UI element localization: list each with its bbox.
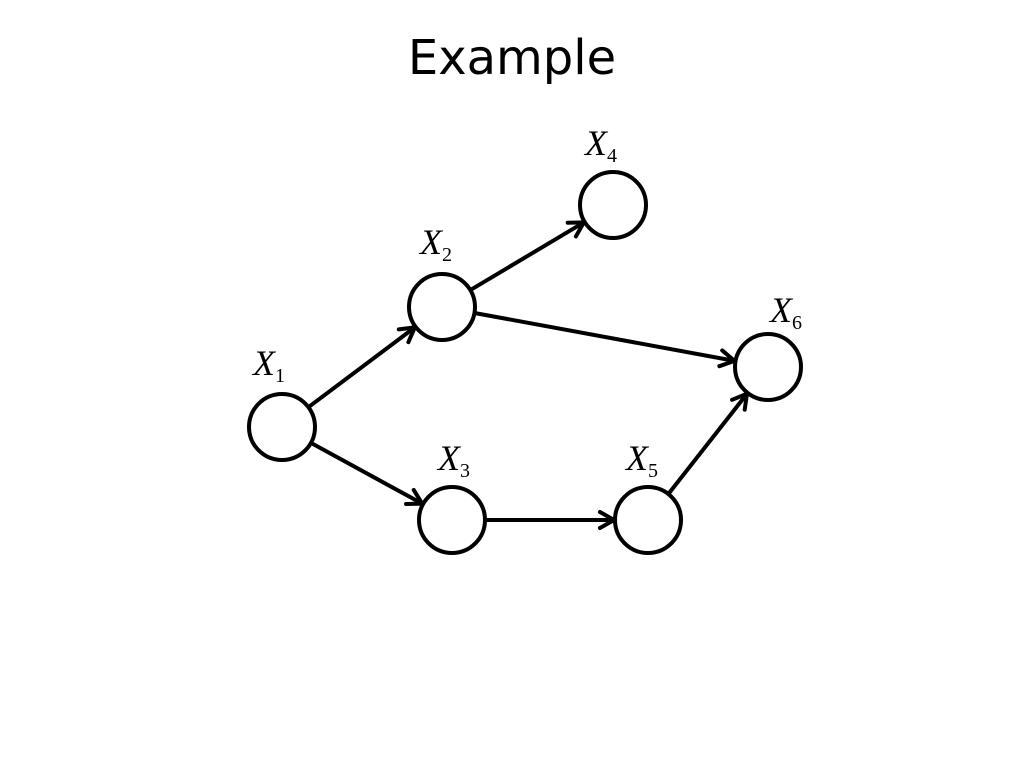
edge-line [474, 311, 735, 363]
edge-x1-x2 [307, 325, 417, 409]
node-label-x1: X [251, 343, 277, 383]
edge-x1-x3 [309, 441, 425, 506]
edges [307, 220, 750, 530]
edge-line [666, 392, 749, 496]
edge-line [469, 220, 585, 292]
node-x1 [247, 392, 317, 462]
node-subscript-x3: 3 [460, 460, 470, 482]
edge-x2-x4 [469, 220, 586, 292]
edge-line [307, 325, 416, 409]
nodes [247, 170, 803, 555]
node-subscript-x5: 5 [648, 460, 658, 482]
edge-x5-x6 [666, 391, 750, 496]
edge-x3-x5 [485, 510, 616, 530]
node-subscript-x1: 1 [275, 365, 285, 387]
node-x4 [578, 170, 648, 240]
node-label-x5: X [624, 438, 650, 478]
node-subscript-x4: 4 [607, 145, 617, 167]
node-label-x4: X [583, 123, 609, 163]
edge-line [309, 441, 424, 506]
node-label-x6: X [768, 290, 794, 330]
slide-title: Example [407, 30, 617, 86]
node-x3 [417, 485, 487, 555]
edge-x2-x6 [474, 311, 737, 369]
node-x6 [733, 332, 803, 402]
node-label-x3: X [436, 438, 462, 478]
node-subscript-x2: 2 [442, 244, 452, 266]
node-x5 [613, 485, 683, 555]
node-label-x2: X [418, 222, 444, 262]
node-subscript-x6: 6 [792, 312, 802, 334]
node-x2 [407, 272, 477, 342]
